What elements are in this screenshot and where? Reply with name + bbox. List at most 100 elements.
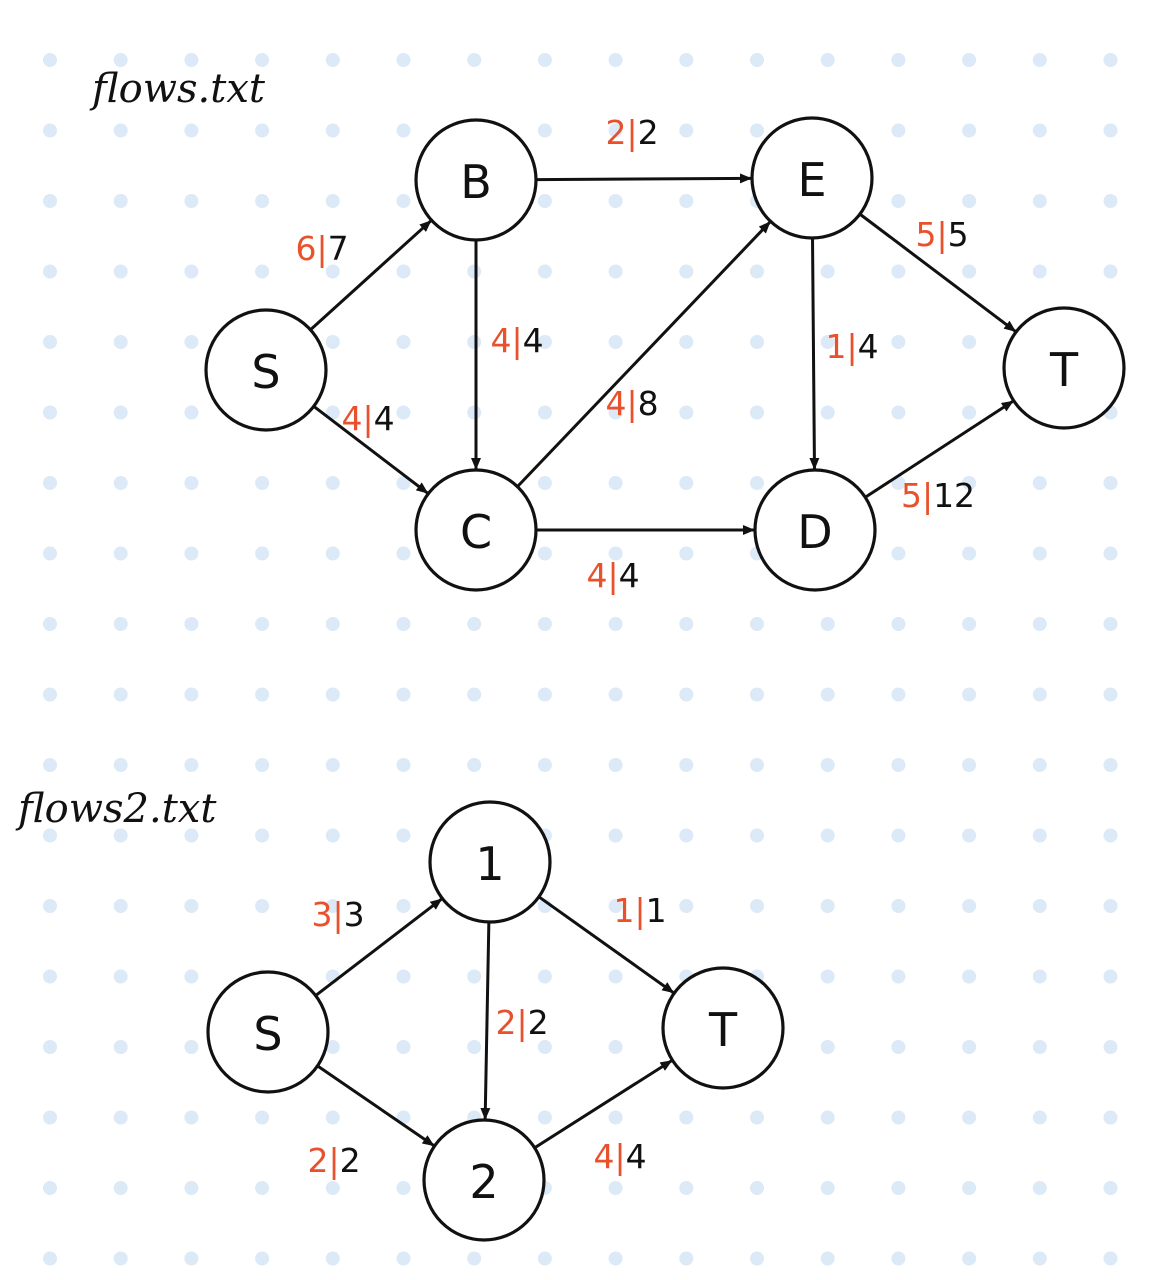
grid-dot [113,546,128,561]
grid-dot [750,123,764,138]
grid-dot [467,758,482,772]
capacity-value: 2 [528,1003,549,1042]
flow-capacity-separator: | [516,1003,527,1042]
grid-dot [962,1181,977,1195]
grid-dot [113,1110,128,1125]
grid-dot [608,546,623,561]
grid-dot [184,546,199,561]
grid-dot [1032,1251,1047,1266]
grid-dot [1032,617,1047,631]
flow-value: 4 [593,1137,614,1176]
grid-dot [396,53,411,67]
flow-capacity-separator: | [846,327,857,366]
grid-dot [113,899,128,913]
grid-dot [750,828,764,843]
grid-dot [43,1181,57,1195]
grid-dot [891,1181,906,1195]
node-S: S [206,970,330,1094]
node-B: B [414,118,538,242]
grid-dot [962,969,977,984]
grid-dot [1032,194,1047,208]
grid-dot [184,899,199,913]
node-E: E [750,116,874,240]
grid-dot [325,264,340,279]
grid-dot [396,1251,411,1266]
flow-value: 2 [495,1003,516,1042]
grid-dot [325,687,340,702]
grid-dot [396,1040,411,1054]
grid-dot [325,546,340,561]
grid-dot [255,546,270,561]
grid-dot [396,194,411,208]
edge-label-B-C: 4|4 [490,321,543,360]
grid-dot [255,899,270,913]
grid-dot [608,123,623,138]
grid-dot [537,758,552,772]
grid-dot [467,1040,482,1054]
grid-dot [255,828,270,843]
grid-dot [255,687,270,702]
grid-dot [184,264,199,279]
grid-dot [891,969,906,984]
flow-value: 2 [605,113,626,152]
grid-dot [43,687,57,702]
grid-dot [1103,546,1118,561]
grid-dot [608,1181,623,1195]
grid-dot [608,617,623,631]
grid-dot [325,335,340,349]
grid-dot [184,53,199,67]
grid-dot [962,335,977,349]
grid-dot [43,969,57,984]
node-circle [1002,306,1126,430]
node-label: 1 [475,837,504,891]
edge-D-T [864,400,1014,499]
grid-dot [608,758,623,772]
grid-dot [184,1251,199,1266]
grid-dot [750,53,764,67]
grid-dot [43,194,57,208]
grid-dot [1103,476,1118,490]
grid-dot [962,546,977,561]
capacity-value: 4 [619,556,640,595]
grid-dot [891,1251,906,1266]
grid-dot [608,1110,623,1125]
node-circle [206,970,330,1094]
grid-dot [43,53,57,67]
grid-dot [1103,828,1118,843]
flow-capacity-separator: | [936,215,947,254]
flow-capacity-separator: | [634,891,645,930]
grid-dot [537,335,552,349]
node-label: S [251,345,280,399]
grid-dot [1103,1040,1118,1054]
capacity-value: 1 [646,891,667,930]
grid-dot [113,758,128,772]
node-circle [414,118,538,242]
grid-dot [891,1040,906,1054]
capacity-value: 12 [933,476,975,515]
node-circle [204,308,328,432]
grid-dot [113,335,128,349]
grid-dot [325,1040,340,1054]
grid-dot [1032,546,1047,561]
capacity-value: 4 [626,1137,647,1176]
grid-dot [537,264,552,279]
grid-dot [750,1181,764,1195]
grid-dot [1103,264,1118,279]
grid-dot [962,899,977,913]
grid-dot [608,405,623,420]
grid-dot [467,405,482,420]
grid-dot [467,969,482,984]
grid-dot [1032,123,1047,138]
node-circle [414,468,538,592]
grid-dot [184,123,199,138]
flow-value: 6 [295,229,316,268]
diagram-flows: flows.txt 6|74|42|24|44|84|41|45|55|12 S… [89,66,1126,595]
grid-dot [113,1251,128,1266]
grid-dot [679,617,694,631]
flow-value: 5 [901,476,922,515]
grid-dot [679,1110,694,1125]
grid-dot [1032,264,1047,279]
edge-label-C-D: 4|4 [586,556,639,595]
grid-dot [750,617,764,631]
grid-dot [608,264,623,279]
